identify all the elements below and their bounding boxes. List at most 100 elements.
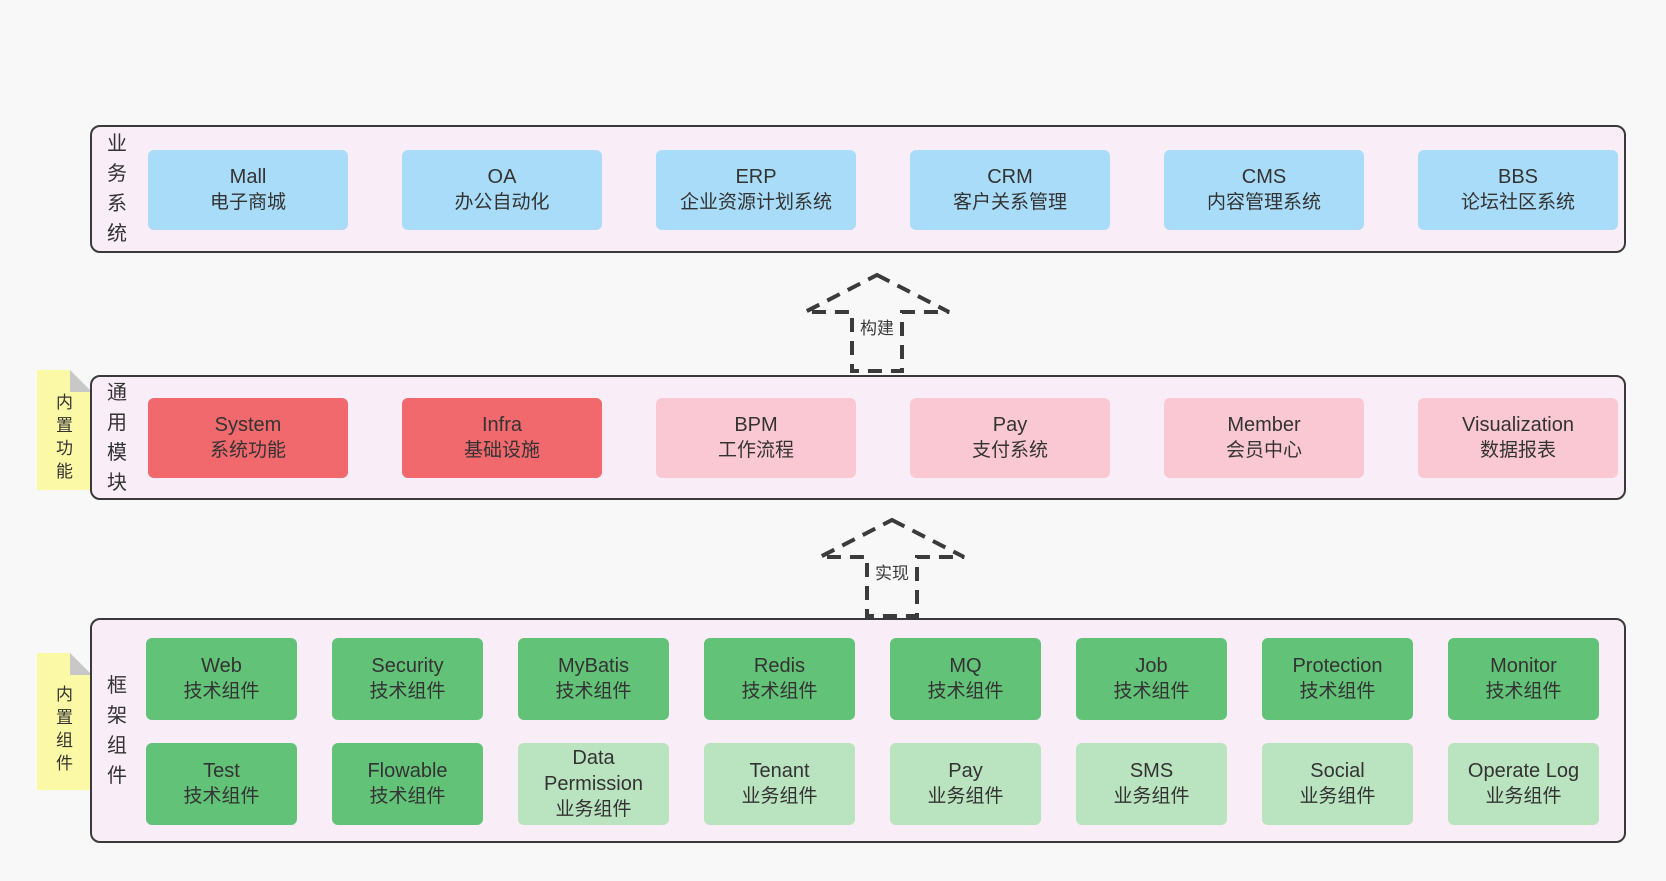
box-tenant: Tenant 业务组件 xyxy=(704,743,855,825)
box-subtitle-zh: 数据报表 xyxy=(1479,440,1556,461)
box-title-en: Pay xyxy=(948,760,983,782)
box-subtitle-zh: 技术组件 xyxy=(927,681,1004,702)
box-subtitle-zh: 技术组件 xyxy=(741,681,818,702)
box-subtitle-zh: 工作流程 xyxy=(717,440,794,461)
box-mybatis: MyBatis 技术组件 xyxy=(518,638,669,720)
box-crm: CRM 客户关系管理 xyxy=(910,150,1110,230)
build-arrow-label: 构建 xyxy=(857,316,897,341)
box-subtitle-zh: 电子商城 xyxy=(209,192,286,213)
box-subtitle-zh: 技术组件 xyxy=(183,681,260,702)
box-subtitle-zh: 客户关系管理 xyxy=(952,192,1067,213)
sticky-note-label: 内置组件 xyxy=(56,684,73,773)
box-title-en: Data Permission xyxy=(544,747,643,795)
box-subtitle-zh: 业务组件 xyxy=(927,786,1004,807)
box-bpm: BPM 工作流程 xyxy=(656,398,856,478)
box-title-en: BPM xyxy=(734,414,778,436)
box-title-en: Security xyxy=(371,655,444,677)
sticky-note-built-in-features: 内置功能 xyxy=(37,370,92,490)
box-subtitle-zh: 论坛社区系统 xyxy=(1460,192,1575,213)
box-subtitle-zh: 业务组件 xyxy=(555,799,632,820)
box-protection: Protection 技术组件 xyxy=(1262,638,1413,720)
box-title-en: Job xyxy=(1135,655,1168,677)
box-flowable: Flowable 技术组件 xyxy=(332,743,483,825)
layer-label: 业务系统 xyxy=(107,133,127,245)
box-subtitle-zh: 技术组件 xyxy=(183,786,260,807)
layer-business-systems: 业务系统 Mall 电子商城 OA 办公自动化 ERP 企业资源计划系统 CRM 客户关系管理… xyxy=(90,125,1626,253)
implement-arrow: 实现 xyxy=(817,517,967,619)
box-title-en: Infra xyxy=(481,414,523,436)
box-title-en: OA xyxy=(487,166,517,188)
layer-label: 框架组件 xyxy=(107,674,127,787)
box-title-en: Test xyxy=(203,760,240,782)
box-subtitle-zh: 业务组件 xyxy=(1485,786,1562,807)
box-subtitle-zh: 技术组件 xyxy=(1299,681,1376,702)
box-subtitle-zh: 系统功能 xyxy=(209,440,286,461)
box-pay: Pay 业务组件 xyxy=(890,743,1041,825)
box-oa: OA 办公自动化 xyxy=(402,150,602,230)
box-title-en: Protection xyxy=(1292,655,1383,677)
box-title-en: Social xyxy=(1310,760,1365,782)
box-title-en: Pay xyxy=(992,414,1028,436)
sticky-note-label: 内置功能 xyxy=(56,393,73,481)
box-title-en: Redis xyxy=(753,655,806,677)
box-title-en: MQ xyxy=(949,655,982,677)
box-title-en: CMS xyxy=(1241,166,1287,188)
box-job: Job 技术组件 xyxy=(1076,638,1227,720)
build-arrow: 构建 xyxy=(802,272,952,374)
box-title-en: Member xyxy=(1227,414,1301,436)
box-title-en: Operate Log xyxy=(1467,760,1580,782)
box-subtitle-zh: 业务组件 xyxy=(1299,786,1376,807)
box-title-en: SMS xyxy=(1129,760,1174,782)
box-subtitle-zh: 内容管理系统 xyxy=(1206,192,1321,213)
box-subtitle-zh: 企业资源计划系统 xyxy=(679,192,832,213)
box-data-permission: Data Permission 业务组件 xyxy=(518,743,669,825)
box-social: Social 业务组件 xyxy=(1262,743,1413,825)
box-test: Test 技术组件 xyxy=(146,743,297,825)
box-subtitle-zh: 支付系统 xyxy=(971,440,1048,461)
box-title-en: Visualization xyxy=(1462,414,1574,436)
box-subtitle-zh: 业务组件 xyxy=(1113,786,1190,807)
common-box-row: System 系统功能 Infra 基础设施 BPM 工作流程 Pay 支付系统 Member 会… xyxy=(148,398,1618,478)
box-cms: CMS 内容管理系统 xyxy=(1164,150,1364,230)
box-system: System 系统功能 xyxy=(148,398,348,478)
box-title-en: Flowable xyxy=(367,760,448,782)
box-subtitle-zh: 技术组件 xyxy=(1113,681,1190,702)
sticky-note-built-in-components: 内置组件 xyxy=(37,653,92,790)
box-subtitle-zh: 基础设施 xyxy=(463,440,540,461)
box-subtitle-zh: 技术组件 xyxy=(369,681,446,702)
layer-label: 通用模块 xyxy=(107,381,127,494)
box-infra: Infra 基础设施 xyxy=(402,398,602,478)
box-subtitle-zh: 技术组件 xyxy=(555,681,632,702)
box-subtitle-zh: 办公自动化 xyxy=(454,192,550,213)
box-title-en: CRM xyxy=(987,166,1033,188)
box-erp: ERP 企业资源计划系统 xyxy=(656,150,856,230)
dashed-up-arrow-icon xyxy=(804,272,950,373)
dashed-up-arrow-icon xyxy=(819,517,965,618)
box-visualization: Visualization 数据报表 xyxy=(1418,398,1618,478)
box-security: Security 技术组件 xyxy=(332,638,483,720)
box-title-en: Tenant xyxy=(749,760,810,782)
box-member: Member 会员中心 xyxy=(1164,398,1364,478)
box-subtitle-zh: 技术组件 xyxy=(369,786,446,807)
box-operate-log: Operate Log 业务组件 xyxy=(1448,743,1599,825)
box-title-en: System xyxy=(214,414,282,436)
box-pay: Pay 支付系统 xyxy=(910,398,1110,478)
box-web: Web 技术组件 xyxy=(146,638,297,720)
box-title-en: ERP xyxy=(735,166,777,188)
business-box-row: Mall 电子商城 OA 办公自动化 ERP 企业资源计划系统 CRM 客户关系管理 CMS 内容… xyxy=(148,150,1618,230)
box-mq: MQ 技术组件 xyxy=(890,638,1041,720)
box-title-en: Web xyxy=(201,655,242,677)
box-subtitle-zh: 业务组件 xyxy=(741,786,818,807)
box-title-en: Mall xyxy=(229,166,267,188)
box-title-en: MyBatis xyxy=(557,655,630,677)
layer-common-modules: 通用模块 System 系统功能 Infra 基础设施 BPM 工作流程 Pay 支付系统 Me… xyxy=(90,375,1626,500)
box-title-en: Monitor xyxy=(1490,655,1557,677)
box-subtitle-zh: 会员中心 xyxy=(1225,440,1302,461)
box-redis: Redis 技术组件 xyxy=(704,638,855,720)
box-mall: Mall 电子商城 xyxy=(148,150,348,230)
